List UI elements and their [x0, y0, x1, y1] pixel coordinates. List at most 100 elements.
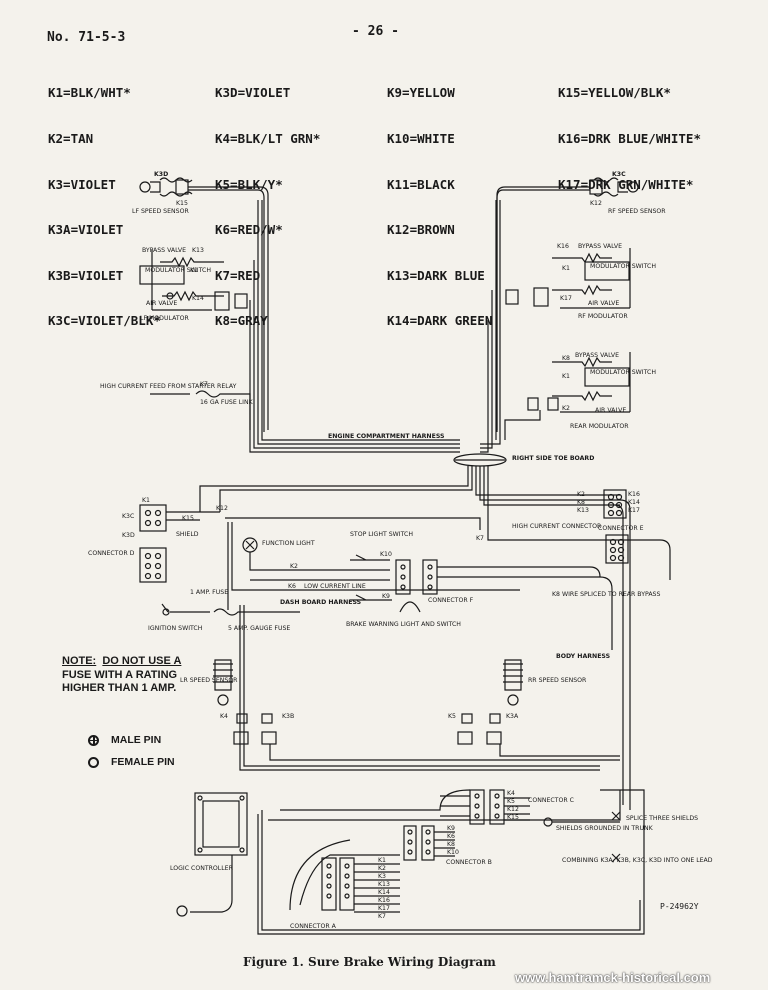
svg-text:K7: K7: [378, 913, 386, 920]
male-pin-key: MALE PIN: [88, 734, 161, 746]
toe-board-grommet-icon: [453, 453, 507, 467]
connector-d-label: CONNECTOR D: [88, 550, 135, 557]
svg-text:K15: K15: [182, 515, 194, 522]
rear-modulator-icon: [504, 352, 631, 440]
fuse-link-label: 16 GA FUSE LINK: [200, 399, 254, 406]
document-number: No. 71-5-3: [47, 30, 126, 45]
svg-text:K2: K2: [577, 491, 585, 498]
lf-speed-sensor-icon: [139, 177, 193, 197]
lf-modulator-icon: [139, 250, 248, 311]
legend-entry: K3D=VIOLET: [215, 85, 291, 101]
svg-text:K3C: K3C: [122, 513, 134, 520]
svg-text:K12: K12: [216, 505, 228, 512]
body-harness-label: BODY HARNESS: [556, 653, 610, 660]
legend-entry: K13=DARK BLUE: [387, 267, 485, 283]
shields-grounded-label: SHIELDS GROUNDED IN TRUNK: [556, 825, 654, 832]
legend-entry: K3B=VIOLET: [48, 267, 124, 283]
svg-text:K2: K2: [562, 405, 570, 412]
one-amp-fuse-label: 1 AMP. FUSE: [190, 589, 228, 596]
high-current-connector-label: HIGH CURRENT CONNECTOR: [512, 523, 602, 530]
svg-text:K8: K8: [577, 499, 585, 506]
svg-text:K3B: K3B: [282, 713, 294, 720]
brake-warning-label: BRAKE WARNING LIGHT AND SWITCH: [346, 621, 461, 628]
svg-text:K3D: K3D: [122, 532, 135, 539]
svg-text:K9: K9: [447, 825, 455, 832]
legend-entry: K6=RED/W*: [215, 222, 283, 238]
note-line-2: FUSE WITH A RATING: [62, 668, 178, 681]
rear-modulator-label: REAR MODULATOR: [570, 423, 629, 430]
legend-entry: K14=DARK GREEN: [387, 313, 493, 329]
connector-f-label: CONNECTOR F: [428, 597, 474, 604]
legend-entry: K17=DRK GRN/WHITE*: [558, 176, 694, 192]
svg-text:K16: K16: [378, 897, 390, 904]
note-line-1: DO NOT USE A: [102, 655, 182, 667]
rr-sensor-label: RR SPEED SENSOR: [528, 677, 587, 684]
svg-text:K17: K17: [378, 905, 390, 912]
legend-entry: K9=YELLOW: [387, 85, 455, 101]
k8-spliced-label: K8 WIRE SPLICED TO REAR BYPASS: [552, 591, 660, 598]
svg-text:K14: K14: [628, 499, 640, 506]
female-pin-label: FEMALE PIN: [111, 756, 175, 768]
fuse-note: NOTE: DO NOT USE A FUSE WITH A RATING HI…: [62, 655, 181, 696]
connector-d-icon: [139, 504, 167, 583]
connector-c-icon: [469, 789, 505, 825]
svg-text:K13: K13: [192, 247, 204, 254]
male-pin-label: MALE PIN: [111, 734, 162, 746]
legend-entry: K5=BLK/Y*: [215, 176, 283, 192]
lr-sensor-label: LR SPEED SENSOR: [180, 677, 238, 684]
legend-entry: K10=WHITE: [387, 131, 455, 147]
svg-text:K16: K16: [628, 491, 640, 498]
svg-text:K13: K13: [378, 881, 390, 888]
svg-text:K6: K6: [447, 833, 455, 840]
dash-harness-label: DASH BOARD HARNESS: [280, 599, 361, 606]
svg-text:K1: K1: [562, 265, 570, 272]
svg-text:K17: K17: [628, 507, 640, 514]
high-current-feed-label: HIGH CURRENT FEED FROM STARTER RELAY: [100, 383, 237, 390]
svg-text:K12: K12: [590, 200, 602, 207]
connector-c-label: CONNECTOR C: [528, 797, 574, 804]
legend-entry: K7=RED: [215, 267, 261, 283]
connector-a-label: CONNECTOR A: [290, 923, 337, 930]
svg-text:K1: K1: [142, 497, 150, 504]
connector-b-label: CONNECTOR B: [446, 859, 492, 866]
wire-legend-column-1: K1=BLK/WHT* K2=TAN K3=VIOLET K3A=VIOLET …: [48, 55, 161, 344]
svg-text:K1: K1: [378, 857, 386, 864]
svg-text:K15: K15: [176, 200, 188, 207]
svg-text:K17: K17: [560, 295, 572, 302]
combining-label: COMBINING K3A, K3B, K3C, K3D INTO ONE LE…: [562, 857, 713, 864]
logic-controller-label: LOGIC CONTROLLER: [170, 865, 234, 872]
splice-shields-label: SPLICE THREE SHIELDS: [626, 815, 698, 822]
svg-text:K16: K16: [557, 243, 569, 250]
svg-text:K12: K12: [507, 806, 519, 813]
legend-entry: K3C=VIOLET/BLK*: [48, 313, 161, 329]
svg-text:K3A: K3A: [506, 713, 519, 720]
connector-f-icon: [395, 559, 438, 595]
rf-modswitch-label: MODULATOR SWITCH: [590, 263, 656, 270]
rf-modulator-label: RF MODULATOR: [578, 313, 628, 320]
lf-modulator-label: LF MODULATOR: [140, 315, 189, 322]
shield-label: SHIELD: [176, 531, 199, 538]
toe-board-label: RIGHT SIDE TOE BOARD: [512, 455, 594, 462]
legend-entry: K3A=VIOLET: [48, 222, 124, 238]
rr-speed-sensor-icon: [457, 659, 523, 745]
svg-text:K10: K10: [447, 849, 459, 856]
rf-air-valve-label: AIR VALVE: [588, 300, 619, 307]
female-pin-key: FEMALE PIN: [88, 756, 175, 768]
svg-text:K5: K5: [507, 798, 515, 805]
svg-text:K2: K2: [290, 563, 298, 570]
rear-bypass-label: BYPASS VALVE: [575, 352, 619, 359]
svg-text:K14: K14: [378, 889, 390, 896]
legend-entry: K1=BLK/WHT*: [48, 85, 131, 101]
watermark: www.hamtramck-historical.com: [515, 970, 711, 985]
rf-speed-sensor-icon: [589, 177, 639, 197]
svg-text:K1: K1: [562, 373, 570, 380]
function-light-label: FUNCTION LIGHT: [262, 540, 315, 547]
connector-a-icon: [321, 857, 355, 911]
lf-bypass-label: BYPASS VALVE: [142, 247, 186, 254]
lf-sensor-label: LF SPEED SENSOR: [132, 208, 189, 215]
svg-text:K3D: K3D: [154, 171, 168, 178]
legend-entry: K11=BLACK: [387, 176, 455, 192]
wire-legend-column-4: K15=YELLOW/BLK* K16=DRK BLUE/WHITE* K17=…: [558, 55, 701, 207]
svg-text:K8: K8: [447, 841, 455, 848]
